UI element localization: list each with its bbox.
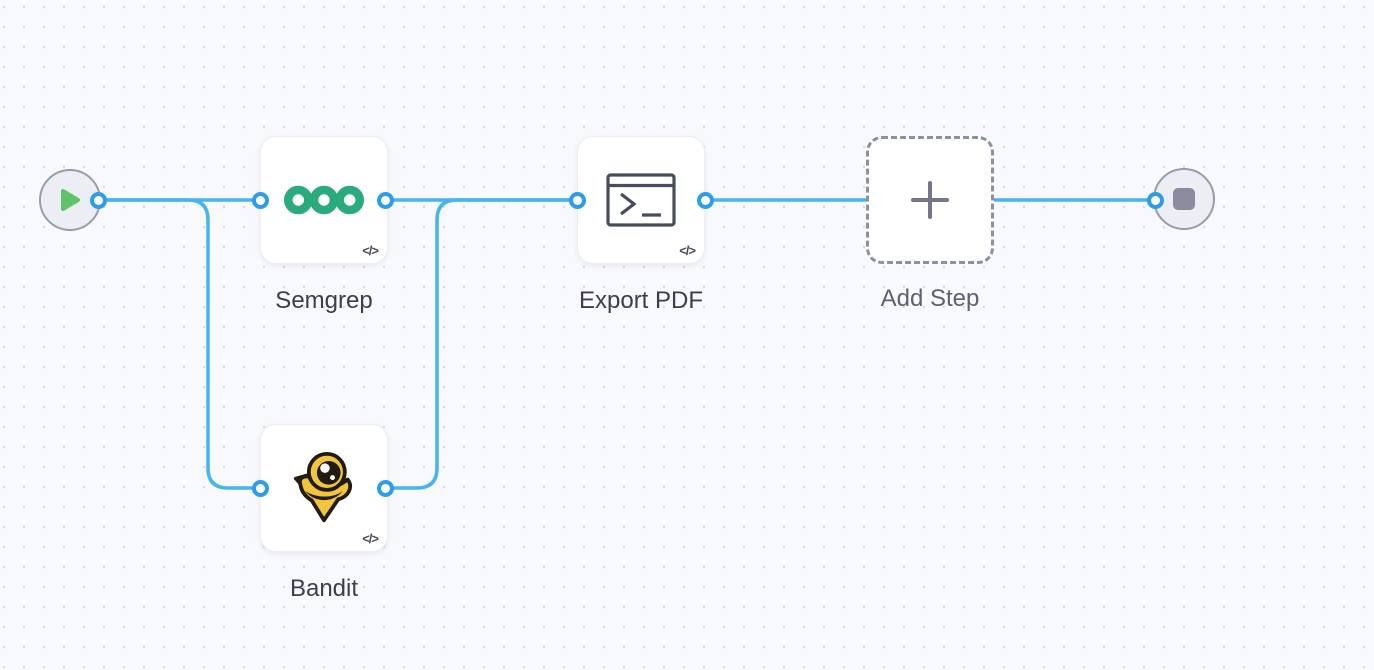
- node-bandit[interactable]: </>: [260, 424, 388, 552]
- port-end-in[interactable]: [1146, 191, 1164, 209]
- port-export-pdf-out[interactable]: [696, 191, 714, 209]
- stop-icon: [1173, 188, 1195, 210]
- port-start-out[interactable]: [89, 191, 107, 209]
- semgrep-rings-icon: [284, 185, 364, 215]
- play-icon: [61, 189, 80, 211]
- node-label-bandit: Bandit: [289, 575, 359, 602]
- port-semgrep-in[interactable]: [251, 191, 269, 209]
- terminal-window-icon: [606, 173, 676, 227]
- code-badge-icon: </>: [362, 531, 379, 546]
- edge-start-bandit[interactable]: [98, 198, 260, 490]
- plus-icon: [911, 181, 949, 219]
- bandit-mascot-icon: [293, 452, 352, 523]
- edge-bandit-exportpdf[interactable]: [385, 198, 577, 490]
- node-label-semgrep: Semgrep: [275, 287, 373, 314]
- node-semgrep[interactable]: </>: [260, 136, 388, 264]
- node-add-step[interactable]: [866, 136, 994, 264]
- node-export-pdf[interactable]: </>: [577, 136, 705, 264]
- port-bandit-out[interactable]: [376, 479, 394, 497]
- node-label-export-pdf: Export PDF: [578, 287, 704, 314]
- code-badge-icon: </>: [362, 243, 379, 258]
- port-export-pdf-in[interactable]: [568, 191, 586, 209]
- code-badge-icon: </>: [679, 243, 696, 258]
- port-bandit-in[interactable]: [251, 479, 269, 497]
- node-label-add-step: Add Step: [880, 285, 980, 312]
- port-semgrep-out[interactable]: [376, 191, 394, 209]
